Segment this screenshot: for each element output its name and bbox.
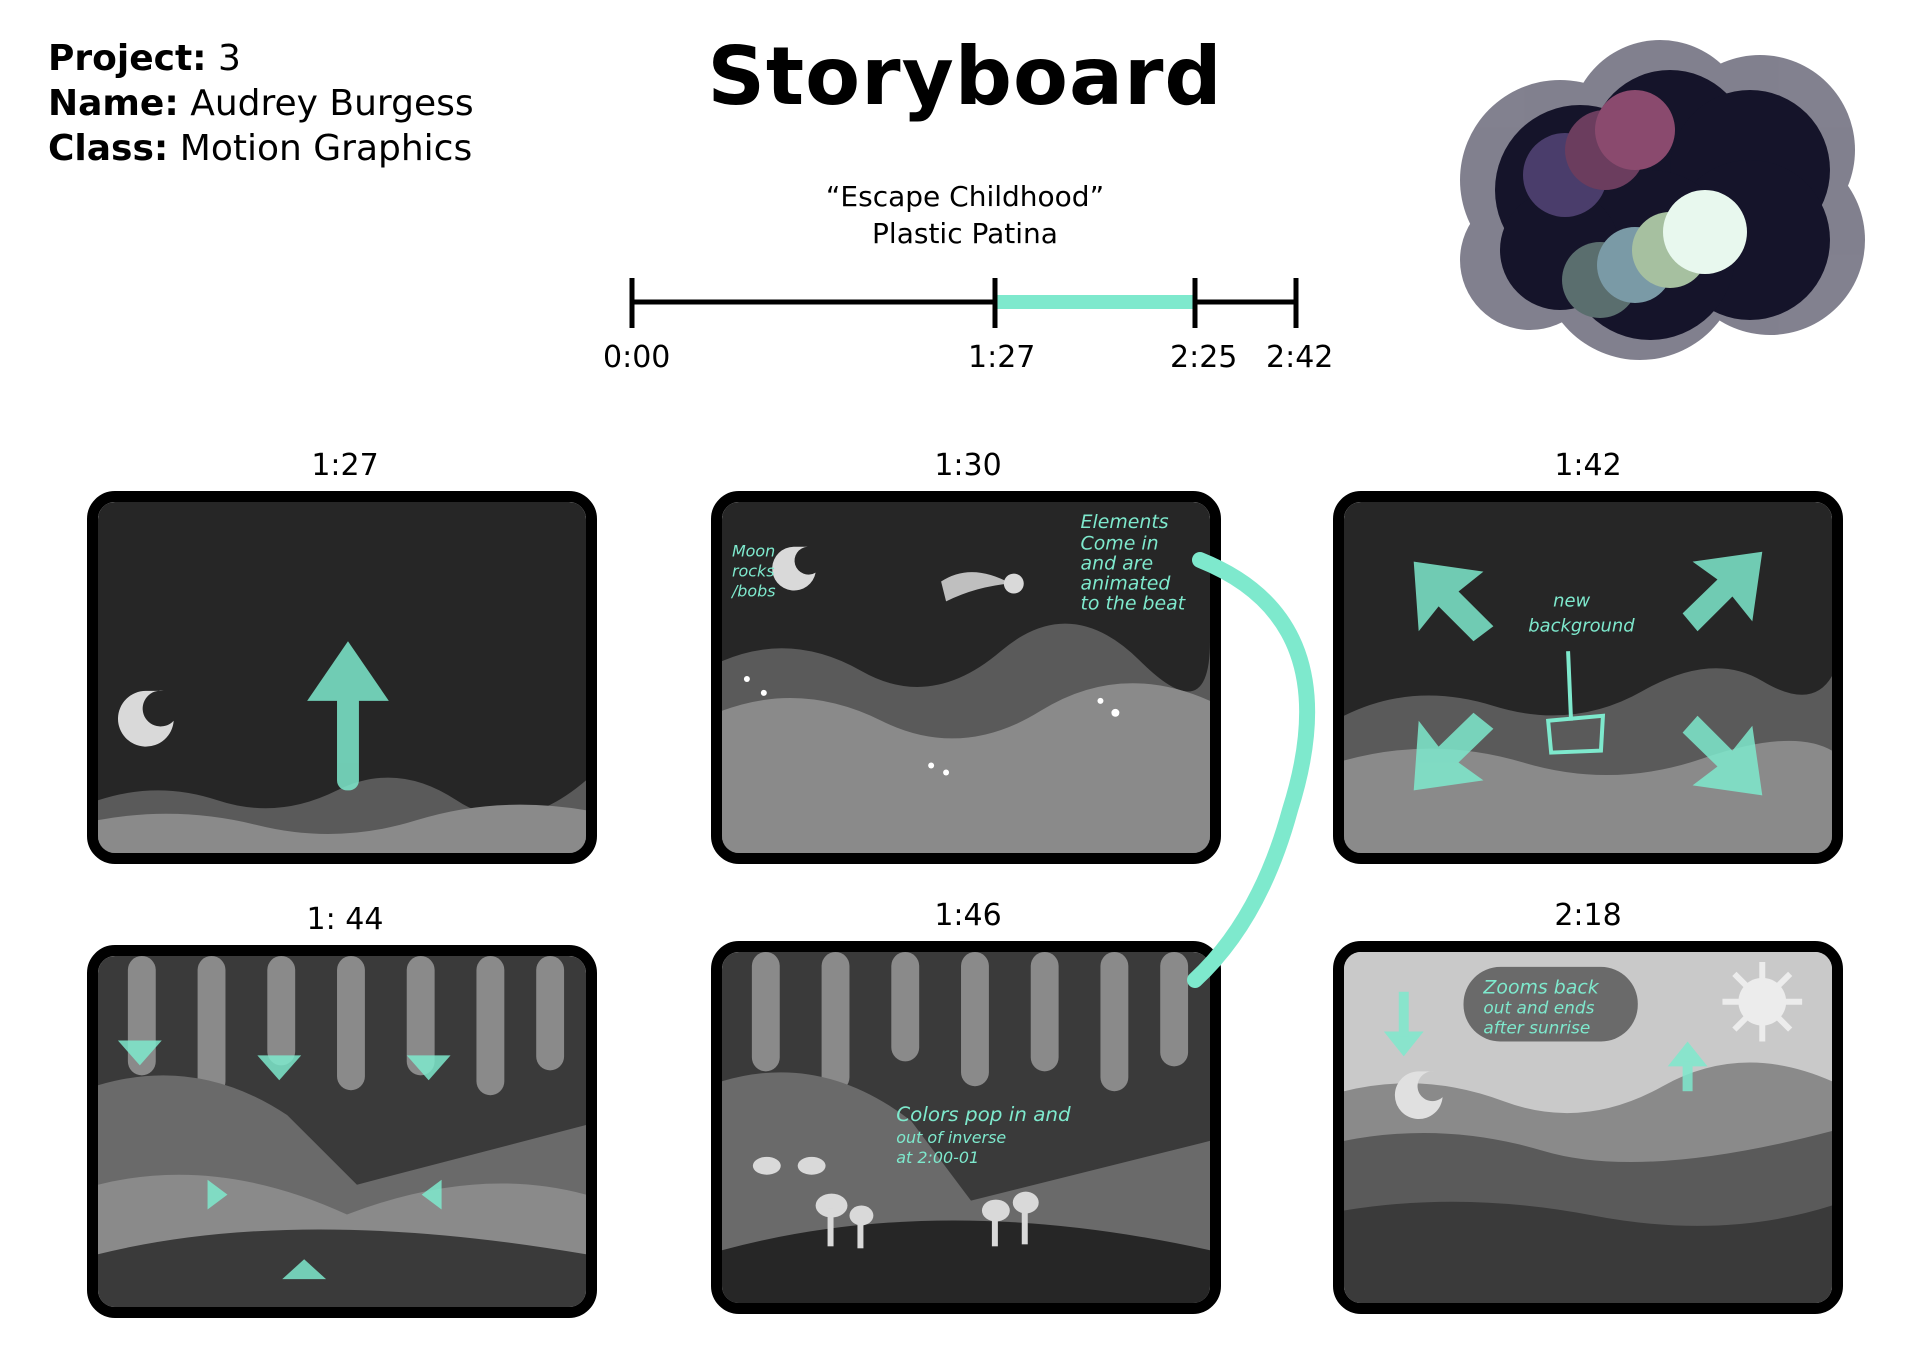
note-come-in: Come in xyxy=(1081,533,1159,555)
note-and-are: and are xyxy=(1081,553,1154,575)
eyes-icon xyxy=(752,1156,826,1175)
note-colors-pop: Colors pop in and xyxy=(896,1103,1071,1126)
arrows-icon xyxy=(1383,991,1708,1092)
storyboard-frame-4 xyxy=(87,945,597,1318)
song-title: “Escape Childhood” xyxy=(825,180,1105,213)
page-title: Storyboard xyxy=(707,30,1223,123)
note-background: background xyxy=(1528,615,1635,636)
storyboard-frame-1 xyxy=(87,491,597,864)
tick-label: 1:27 xyxy=(968,340,1036,375)
frame-time-5: 1:46 xyxy=(934,898,1002,933)
note-zooms-back: Zooms back xyxy=(1482,977,1599,999)
frame-time-1: 1:27 xyxy=(311,448,379,483)
moon-icon xyxy=(772,546,816,591)
frame-time-6: 2:18 xyxy=(1554,898,1622,933)
storyboard-frame-5: Colors pop in and out of inverse at 2:00… xyxy=(711,941,1221,1314)
arrow-up-icon xyxy=(307,641,389,791)
tick-label: 0:00 xyxy=(603,340,671,375)
swatch-7 xyxy=(1663,190,1747,274)
tick-label: 2:42 xyxy=(1266,340,1334,375)
connector-curve xyxy=(1187,552,1316,988)
mushrooms-icon xyxy=(815,1191,1039,1249)
note-animated: animated xyxy=(1081,573,1172,595)
sparkle-dots xyxy=(743,676,1120,776)
comet-head xyxy=(1003,573,1024,594)
moon-icon xyxy=(1394,1071,1443,1120)
storyboard-frame-6: Zooms back out and ends after sunrise xyxy=(1333,941,1843,1314)
note-elements: Elements xyxy=(1081,511,1169,533)
project-line: Project: 3 xyxy=(48,38,241,79)
note-new: new xyxy=(1553,590,1590,611)
song-credit: “Escape Childhood” Plastic Patina xyxy=(0,178,1920,252)
note-to-the-beat: to the beat xyxy=(1081,592,1186,614)
frame-time-2: 1:30 xyxy=(934,448,1002,483)
project-info: Project: 3 Name: Audrey Burgess Class: M… xyxy=(48,36,474,171)
color-palette-cloud xyxy=(1460,40,1865,360)
arrows-outward-icon xyxy=(1413,551,1763,796)
frame-time-4: 1: 44 xyxy=(306,902,384,937)
note-moon: Moon xyxy=(732,542,775,561)
note-out-of-inverse: out of inverse xyxy=(896,1128,1006,1147)
frame-time-3: 1:42 xyxy=(1554,448,1622,483)
sun-icon xyxy=(1722,961,1803,1042)
tick-label: 2:25 xyxy=(1170,340,1238,375)
swatch-3 xyxy=(1595,90,1675,170)
artist-name: Plastic Patina xyxy=(872,217,1058,250)
note-at-time: at 2:00-01 xyxy=(896,1148,979,1167)
note-out-and-ends: out and ends xyxy=(1483,998,1594,1018)
arrows-inward-icon xyxy=(117,1040,451,1280)
storyboard-frame-2: Moon rocks /bobs Elements Come in and ar… xyxy=(711,491,1221,864)
class-line: Class: Motion Graphics xyxy=(48,128,473,169)
storyboard-frame-3: new background xyxy=(1333,491,1843,864)
vines xyxy=(751,952,1189,1092)
timeline xyxy=(629,278,1299,328)
note-bubble xyxy=(1463,966,1638,1042)
comet-icon xyxy=(941,572,1011,602)
name-line: Name: Audrey Burgess xyxy=(48,83,474,124)
moon-icon xyxy=(117,690,174,747)
note-after-sunrise: after sunrise xyxy=(1483,1018,1590,1038)
pointer-box xyxy=(1545,651,1606,755)
note-rocks: rocks xyxy=(732,562,775,581)
note-bobs: /bobs xyxy=(730,581,776,600)
